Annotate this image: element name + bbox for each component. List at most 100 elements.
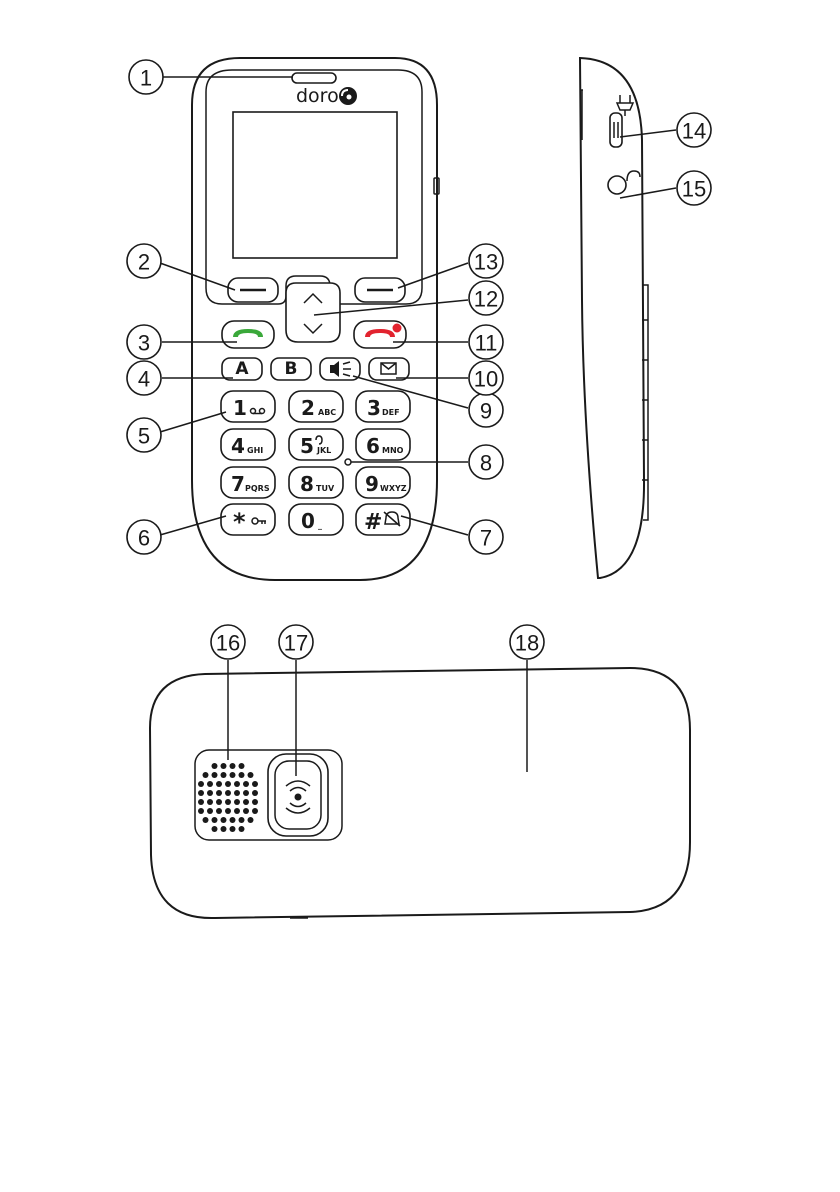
keypad-key-1[interactable] <box>221 391 275 422</box>
keypad-key-0-digit: 0 <box>301 509 315 533</box>
brand-logo-text: doro <box>296 85 339 107</box>
grille-dot <box>203 817 209 823</box>
grille-dot <box>216 790 222 796</box>
phone-side-view <box>580 58 648 578</box>
grille-dot <box>230 826 236 832</box>
keypad-key-4[interactable] <box>221 429 275 460</box>
callout-17-label: 17 <box>284 631 308 656</box>
grille-dot <box>212 817 218 823</box>
grille-dot <box>216 781 222 787</box>
grille-dot <box>221 817 227 823</box>
keypad-key-2-digit: 2 <box>301 396 315 420</box>
charging-socket[interactable] <box>610 113 622 147</box>
callout-10: 10 <box>469 361 503 395</box>
callout-6-label: 6 <box>138 526 150 551</box>
keypad-key-2[interactable] <box>289 391 343 422</box>
doro-logo-icon <box>339 87 357 105</box>
grille-dot <box>225 790 231 796</box>
speed-dial-key-a-label: A <box>235 359 249 379</box>
keypad-key-3[interactable] <box>356 391 410 422</box>
grille-dot <box>207 781 213 787</box>
grille-dot <box>198 808 204 814</box>
grille-dot <box>203 772 209 778</box>
keypad-key-5-digit: 5 <box>300 434 314 458</box>
phone-front-view: doro A B <box>192 58 439 580</box>
callout-9-label: 9 <box>480 399 492 424</box>
callout-7: 7 <box>469 520 503 554</box>
callout-11: 11 <box>469 325 503 359</box>
grille-dot <box>221 772 227 778</box>
callout-4: 4 <box>127 361 161 395</box>
callout-4-label: 4 <box>138 367 150 392</box>
grille-dot <box>212 826 218 832</box>
keypad-key-4-letters: GHI <box>247 446 263 455</box>
grille-dot <box>252 808 258 814</box>
callout-13-label: 13 <box>474 250 498 275</box>
keypad-key-6-digit: 6 <box>366 434 380 458</box>
keypad-key-5[interactable] <box>289 429 343 460</box>
keypad-key-7[interactable] <box>221 467 275 498</box>
grille-dot <box>198 799 204 805</box>
keypad-key-5-letters: JKL <box>316 446 331 455</box>
callout-6: 6 <box>127 520 161 554</box>
grille-dot <box>252 799 258 805</box>
callout-5-label: 5 <box>138 424 150 449</box>
grille-dot <box>252 781 258 787</box>
headset-socket[interactable] <box>608 176 626 194</box>
grille-dot <box>230 772 236 778</box>
grille-dot <box>207 808 213 814</box>
callout-9: 9 <box>469 393 503 427</box>
call-key[interactable] <box>222 321 274 348</box>
callout-13: 13 <box>469 244 503 278</box>
grille-dot <box>243 790 249 796</box>
keypad-key-0[interactable] <box>289 504 343 535</box>
grille-dot <box>243 808 249 814</box>
keypad-key-star-symbol: * <box>233 508 246 536</box>
callout-16: 16 <box>211 625 245 659</box>
grille-dot <box>234 781 240 787</box>
callout-5: 5 <box>127 418 161 452</box>
grille-dot <box>207 790 213 796</box>
keypad-key-6[interactable] <box>356 429 410 460</box>
callout-11-label: 11 <box>475 331 498 356</box>
keypad-key-7-letters: PQRS <box>245 484 270 493</box>
grille-dot <box>225 799 231 805</box>
keypad-key-9-digit: 9 <box>365 472 379 496</box>
grille-dot <box>248 817 254 823</box>
callout-15-label: 15 <box>682 177 706 202</box>
grille-dot <box>252 790 258 796</box>
callout-2-label: 2 <box>138 250 150 275</box>
keypad-key-3-letters: DEF <box>382 408 400 417</box>
callout-8-label: 8 <box>480 451 492 476</box>
keypad-key-8-digit: 8 <box>300 472 314 496</box>
keypad-key-star[interactable] <box>221 504 275 535</box>
phone-back-body <box>150 668 690 918</box>
callout-16-label: 16 <box>216 631 240 656</box>
keypad-key-8[interactable] <box>289 467 343 498</box>
earpiece <box>292 73 336 83</box>
keypad-key-0-symbol: _ <box>318 521 322 530</box>
grille-dot <box>212 763 218 769</box>
callout-1-label: 1 <box>140 66 152 91</box>
callout-3: 3 <box>127 325 161 359</box>
callout-18-label: 18 <box>515 631 539 656</box>
grille-dot <box>225 808 231 814</box>
keypad-key-1-digit: 1 <box>233 396 247 420</box>
callout-1: 1 <box>129 60 163 94</box>
grille-dot <box>239 817 245 823</box>
grille-dot <box>234 808 240 814</box>
grille-dot <box>234 790 240 796</box>
grille-dot <box>198 781 204 787</box>
callout-12: 12 <box>469 281 503 315</box>
callout-17: 17 <box>279 625 313 659</box>
grille-dot <box>248 772 254 778</box>
callout-14-label: 14 <box>682 119 706 144</box>
grille-dot <box>212 772 218 778</box>
keypad-key-9-letters: WXYZ <box>380 484 407 493</box>
grille-dot <box>243 781 249 787</box>
callout-18: 18 <box>510 625 544 659</box>
grille-dot <box>225 781 231 787</box>
grille-dot <box>239 772 245 778</box>
grille-dot <box>239 826 245 832</box>
keypad-key-6-letters: MNO <box>382 446 404 455</box>
